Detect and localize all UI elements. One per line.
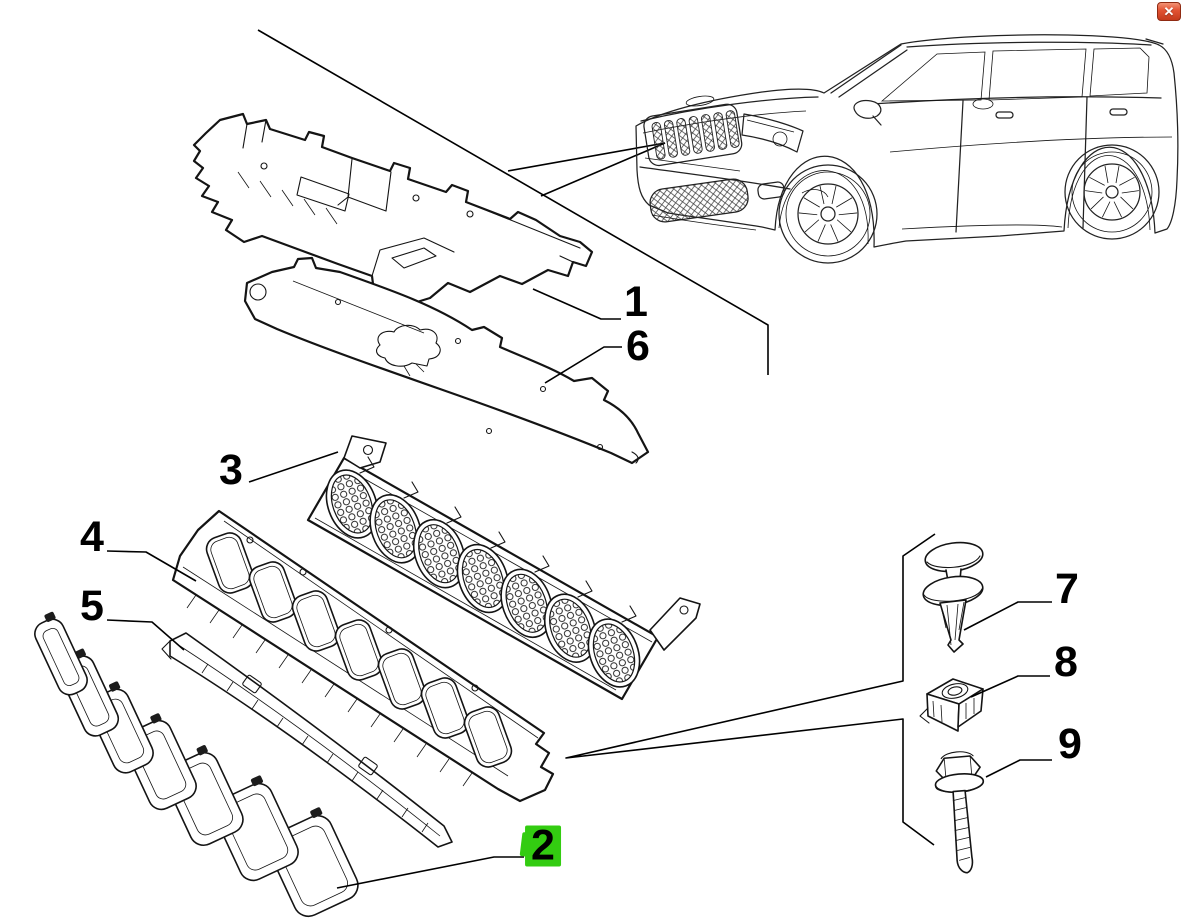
front-wheel-icon: [778, 164, 878, 264]
part-callout-8[interactable]: 8: [1054, 638, 1078, 686]
part-callout-9[interactable]: 9: [1058, 720, 1082, 768]
part-9-drawing: [934, 751, 985, 874]
part-callout-5[interactable]: 5: [80, 582, 104, 630]
part-5-drawing: [161, 632, 453, 848]
part-callout-3[interactable]: 3: [219, 446, 243, 494]
part-2-drawing: [34, 611, 359, 918]
part-1-drawing: [192, 112, 594, 308]
fastener-bracket-lines: [565, 533, 936, 846]
part-7-drawing: [922, 541, 984, 653]
part-callout-1[interactable]: 1: [624, 278, 648, 326]
vehicle-headlight: [741, 113, 804, 153]
callout-leader-lines: [106, 288, 1052, 889]
vehicle-illustration: [635, 34, 1179, 264]
part-4-drawing: [171, 509, 555, 803]
part-callout-7[interactable]: 7: [1055, 565, 1079, 613]
close-button[interactable]: ✕: [1157, 2, 1181, 21]
part-callout-6[interactable]: 6: [626, 322, 650, 370]
part-3-drawing: [306, 435, 701, 701]
locator-beam-lines: [257, 29, 769, 375]
part-6-drawing: [243, 256, 650, 465]
close-icon: ✕: [1163, 4, 1175, 19]
part-8-drawing: [919, 678, 984, 732]
part-callout-4[interactable]: 4: [80, 513, 104, 561]
rear-wheel-icon: [1064, 144, 1160, 240]
part-callout-2[interactable]: 2: [525, 824, 561, 867]
vehicle-grille: [643, 95, 743, 167]
